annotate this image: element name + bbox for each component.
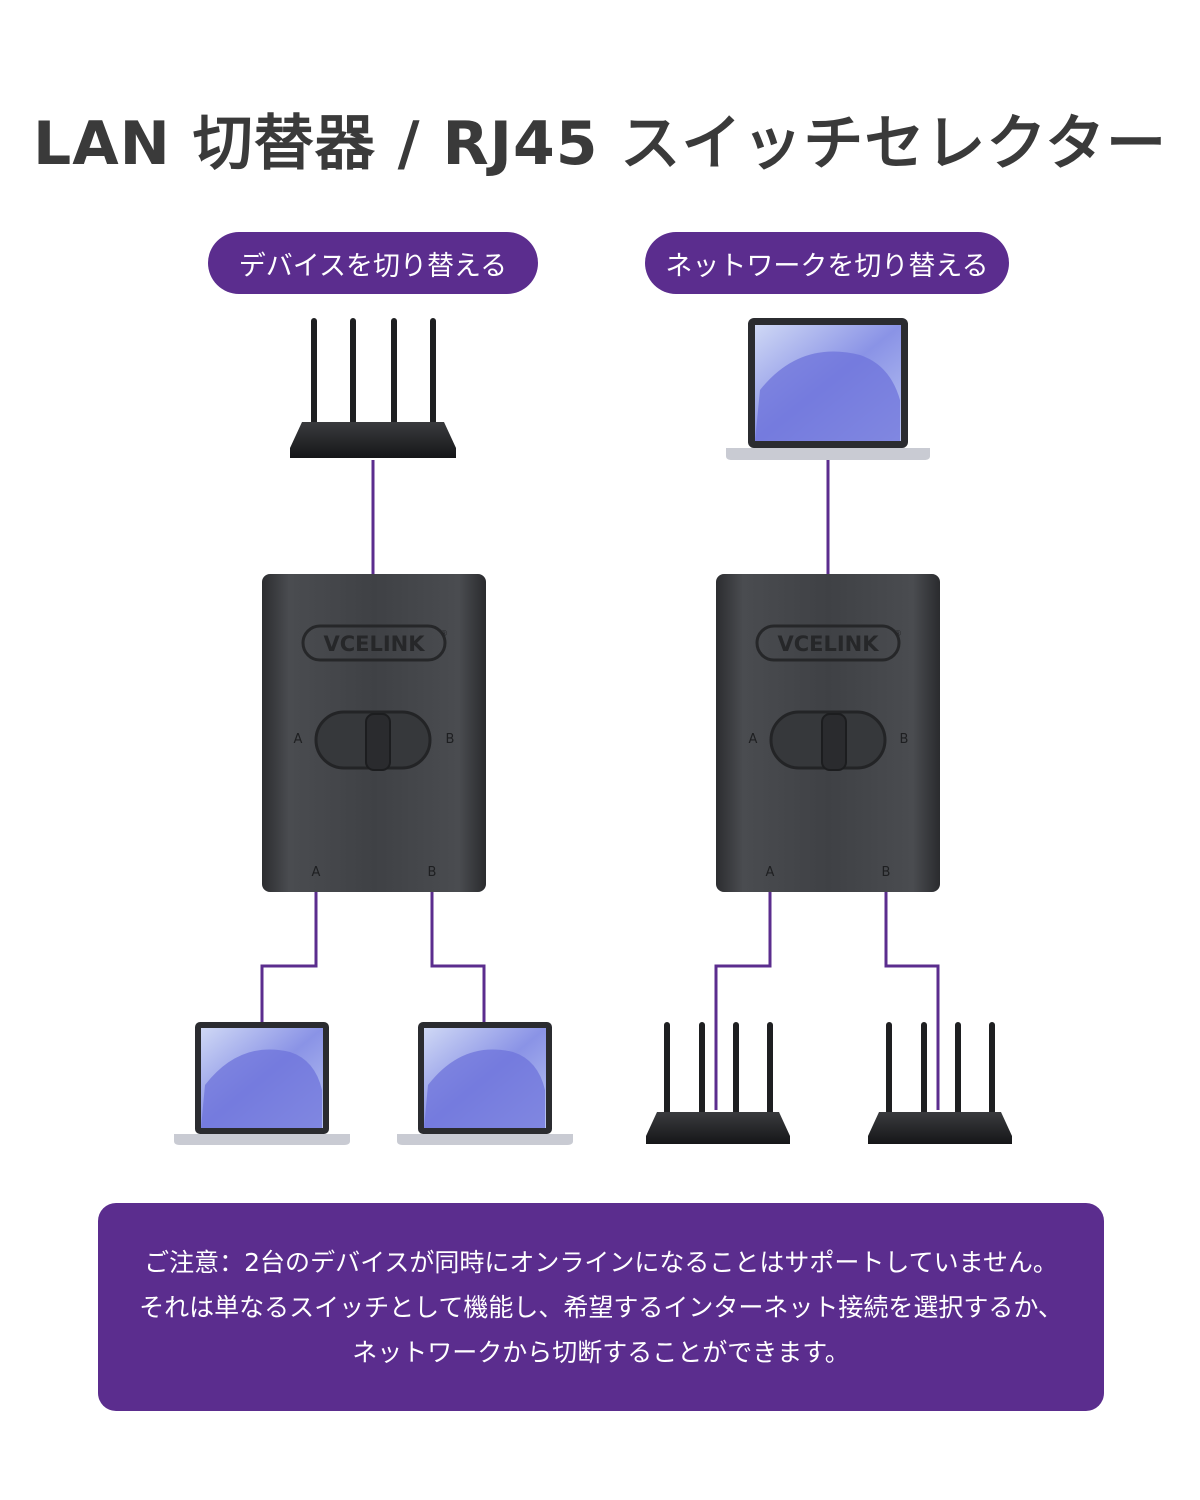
notice-line-1: ご注意：2台のデバイスが同時にオンラインになることはサポートしていません。: [144, 1247, 1058, 1277]
laptop-icon: [174, 1022, 350, 1145]
connection-lines: [260, 460, 940, 1110]
notice-line-3: ネットワークから切断することができます。: [352, 1337, 850, 1367]
laptop-icon: [726, 318, 930, 460]
port-label-b: B: [882, 865, 891, 880]
brand-registered-mark: ®: [894, 629, 902, 638]
slider-knob[interactable]: [365, 713, 391, 771]
switch-devices-label: デバイスを切り替える: [208, 232, 538, 294]
notice-box: ご注意：2台のデバイスが同時にオンラインになることはサポートしていません。 それ…: [98, 1203, 1104, 1411]
router-icon: [868, 1022, 1012, 1144]
router-icon: [646, 1022, 790, 1144]
switch-networks-label: ネットワークを切り替える: [645, 232, 1009, 294]
router-icon: [290, 318, 456, 458]
laptop-icon: [397, 1022, 573, 1145]
slider-label-a: A: [294, 732, 303, 747]
slider-label-a: A: [749, 732, 758, 747]
line-port-a-left: [260, 892, 318, 1022]
network-switch-icon: VCELINK ® A B A B: [262, 574, 486, 892]
line-port-a-right: [714, 892, 772, 1110]
brand-registered-mark: ®: [440, 629, 448, 638]
slider-label-b: B: [900, 732, 909, 747]
port-label-b: B: [428, 865, 437, 880]
page-title: LAN 切替器 / RJ45 スイッチセレクター: [33, 109, 1167, 179]
notice-line-2: それは単なるスイッチとして機能し、希望するインターネット接続を選択するか、: [139, 1292, 1063, 1322]
brand-logo: VCELINK: [777, 632, 879, 656]
line-port-b-left: [430, 892, 486, 1022]
slider-label-b: B: [446, 732, 455, 747]
brand-logo: VCELINK: [323, 632, 425, 656]
port-label-a: A: [766, 865, 775, 880]
network-switch-icon: VCELINK ® A B A B: [716, 574, 940, 892]
slider-knob[interactable]: [821, 713, 847, 771]
line-port-b-right: [884, 892, 940, 1110]
port-label-a: A: [312, 865, 321, 880]
